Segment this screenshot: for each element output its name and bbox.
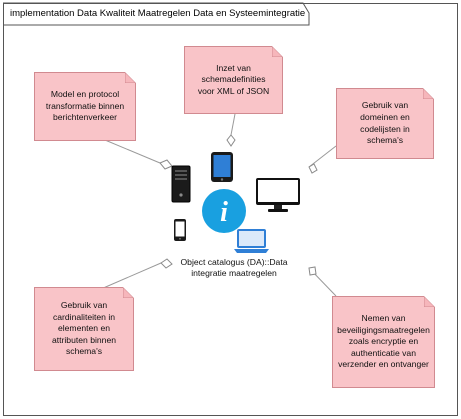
svg-text:i: i — [220, 197, 228, 228]
diagram-title: implementation Data Kwaliteit Maatregele… — [10, 8, 306, 19]
laptop-icon — [234, 229, 269, 253]
phone-icon — [174, 219, 186, 241]
note-fold-icon — [125, 72, 136, 83]
note-cardinality-text: Gebruik van cardinaliteiten in elementen… — [51, 300, 117, 357]
connector-model — [104, 139, 161, 164]
note-fold-icon — [423, 88, 434, 99]
monitor-icon — [256, 178, 300, 212]
note-schema-defs-text: Inzet van schemadefinities voor XML of J… — [197, 62, 270, 96]
note-domains-codelists[interactable]: Gebruik van domeinen en codelijsten in s… — [336, 88, 434, 159]
connector-schema-defs — [230, 113, 236, 136]
server-tower-icon — [171, 165, 191, 203]
connector-cardinality-diamond — [160, 258, 173, 269]
note-fold-icon — [272, 46, 283, 57]
note-security[interactable]: Nemen van beveiligingsmaatregelen zoals … — [332, 296, 435, 388]
tablet-icon — [211, 152, 233, 182]
connector-domains — [308, 145, 337, 168]
connector-cardinality — [100, 262, 162, 290]
note-security-text: Nemen van beveiligingsmaatregelen zoals … — [337, 313, 430, 370]
note-cardinality[interactable]: Gebruik van cardinaliteiten in elementen… — [34, 287, 134, 371]
connector-security-diamond — [308, 266, 317, 276]
note-model-protocol[interactable]: Model en protocol transformatie binnen b… — [34, 72, 136, 141]
info-icon: i — [202, 189, 246, 233]
connector-domains-diamond — [308, 163, 318, 174]
note-domains-text: Gebruik van domeinen en codelijsten in s… — [360, 100, 410, 146]
note-fold-icon — [123, 287, 134, 298]
connector-schema-defs-diamond — [226, 134, 236, 147]
note-schema-definitions[interactable]: Inzet van schemadefinities voor XML of J… — [184, 46, 283, 114]
frame-tab-outline — [3, 2, 310, 26]
note-model-text: Model en protocol transformatie binnen b… — [45, 89, 125, 123]
center-object-label[interactable]: Object catalogus (DA)::Data integratie m… — [180, 257, 288, 279]
note-fold-icon — [424, 296, 435, 307]
